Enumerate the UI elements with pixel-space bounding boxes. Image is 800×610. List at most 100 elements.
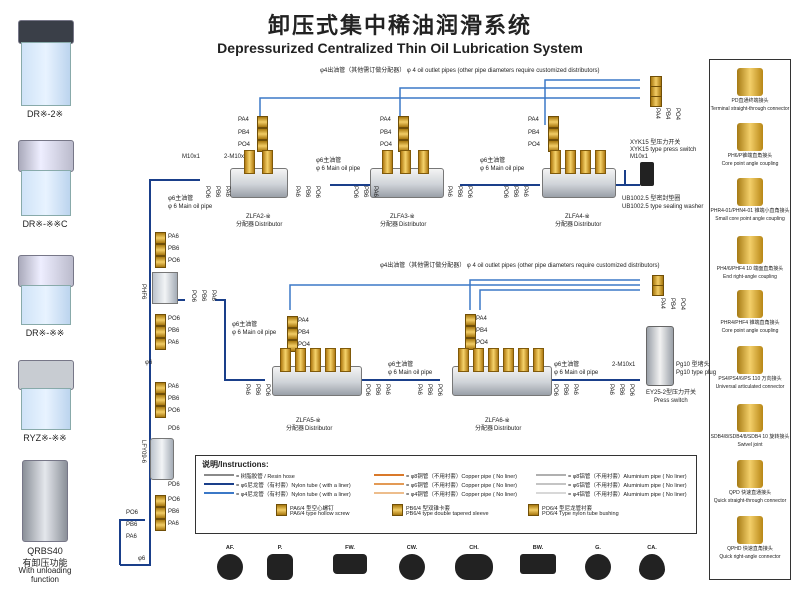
distributor-nozzle-icon — [310, 348, 321, 372]
pb6-label: PB6 — [362, 186, 368, 198]
pa6-label: PA6 — [522, 186, 528, 197]
distributor-nozzle-icon — [518, 348, 529, 372]
po6-label: PO6 — [466, 186, 472, 199]
symbol-label: CH. — [469, 545, 479, 551]
symbol-label: BW. — [532, 545, 544, 551]
pd6-label: PD6 — [168, 426, 180, 432]
symbol-ch: CH. — [454, 545, 494, 580]
pressure-switch-icon — [640, 162, 654, 186]
fitting-icon — [257, 128, 268, 140]
pb4-label: PB4 — [664, 108, 670, 120]
pb6-label: PB6 — [126, 522, 138, 528]
fitting-icon — [155, 382, 166, 394]
pa6-label: PA6 — [244, 384, 250, 395]
fitting-icon — [287, 328, 298, 340]
fitting-icon — [650, 96, 662, 107]
po6-label: PO6 — [502, 186, 508, 199]
pb6-label: PB6 — [168, 246, 180, 252]
straight-connector-icon — [737, 68, 763, 96]
pump-label-en: With unloading function — [18, 566, 72, 584]
core-angle-coupling-icon — [737, 290, 763, 318]
legend-swatch — [536, 492, 566, 494]
catalog-en: Small core point angle coupling — [715, 216, 785, 222]
catalog-item: QPHD 快速直角接头 Quick right-angle connector — [710, 516, 790, 560]
distributor-model: ZLFA5-※ — [296, 418, 321, 424]
fitting-icon — [155, 507, 166, 519]
ey-cn: EY25-2型压力开关 — [646, 390, 697, 396]
main-pipe-en: φ 6 Main oil pipe — [316, 166, 361, 172]
fitting-icon — [287, 340, 298, 352]
main-pipe-en: φ 6 Main oil pipe — [168, 204, 213, 210]
distributor-nozzle-icon — [473, 348, 484, 372]
catalog-en: Core point angle coupling — [721, 161, 779, 167]
symbol-cw: CW. — [392, 545, 432, 580]
distributor-nozzle-icon — [503, 348, 514, 372]
po6-label: PO6 — [628, 384, 634, 397]
m10-label: 2-M10x1 — [612, 362, 636, 368]
pb6-label: PB6 — [254, 384, 260, 396]
pump-drc: DR※-※※C — [12, 140, 78, 233]
symbol-label: AF. — [225, 545, 235, 551]
tee-connector-icon — [152, 272, 178, 304]
distributor-nozzle-icon — [244, 150, 255, 174]
symbol-fw: FW. — [330, 545, 370, 574]
catalog-cn: QPD 快速直通接头 — [728, 490, 772, 496]
catalog-cn: PD直通终端接头 — [731, 98, 769, 104]
washer-en: UB1002.5 type sealing washer — [622, 204, 704, 210]
pb6-label: PB6 — [512, 186, 518, 198]
fitting-icon — [155, 314, 166, 326]
catalog-cn: SDB4/8/SDB4/8/SDB4 10 旋转接头 — [710, 434, 790, 440]
po6-label: PO6 — [204, 186, 210, 199]
po6-label: PO6 — [314, 186, 320, 199]
chain-icon — [455, 554, 493, 580]
legend-swatch — [204, 474, 234, 476]
distributor-nozzle-icon — [488, 348, 499, 372]
pump-label: DR※-※※ — [25, 328, 65, 338]
pa6-label: PA6 — [608, 384, 614, 395]
legend-item: = φ4铜管（不用衬套）Copper pipe ( No liner) — [406, 492, 518, 498]
connector-catalog: PD直通终端接头 Terminal straight-through conne… — [709, 59, 791, 580]
fitting-icon — [155, 244, 166, 256]
catalog-cn: PHR4-01/PHN4-01 锥端小直角接头 — [710, 208, 790, 214]
catalog-cn: PH6/P锥端直角接头 — [727, 153, 773, 159]
pa6-label: PA6 — [384, 384, 390, 395]
symbol-label: FW. — [345, 545, 355, 551]
pa6-label: PA6 — [446, 186, 452, 197]
catalog-cn: QPHD 快速直角接头 — [727, 546, 773, 552]
pa6-label: PA6 — [168, 234, 179, 240]
fitting-icon — [155, 394, 166, 406]
po6-label: PO6 — [168, 258, 181, 264]
m10-label: M10x1 — [630, 154, 649, 160]
catalog-en: Quick straight-through connector — [713, 498, 787, 504]
symbol-af: AF. — [210, 545, 250, 580]
pa6-label: PA6 — [168, 340, 179, 346]
catalog-en: Swivel joint — [737, 442, 763, 448]
legend-swatch — [536, 474, 566, 476]
oil-drop-icon — [639, 554, 665, 580]
pb6-label: PB6 — [426, 384, 432, 396]
pa4-label: PA4 — [659, 298, 665, 309]
bearing-icon — [520, 554, 556, 574]
pa6-label: PA6 — [572, 384, 578, 395]
washer-cn: UB1002.5 型密封垫圈 — [622, 196, 681, 202]
swivel-joint-icon — [737, 404, 763, 432]
hollow-screw-icon — [276, 504, 287, 516]
distributor-zlfa2 — [230, 168, 288, 198]
pump-icon — [267, 554, 293, 580]
legend-swatch — [374, 492, 404, 494]
end-angle-coupling-icon — [737, 236, 763, 264]
distributor-en: Distributor — [494, 426, 522, 432]
ey-en: Press switch — [654, 398, 688, 404]
legend-item: = φ4铝管（不用衬套）Aluminium pipe ( No liner) — [568, 492, 687, 498]
pb6-label: PB6 — [168, 396, 180, 402]
fan-icon — [217, 554, 243, 580]
legend-item: = 树脂胶管 / Resin hose — [236, 474, 295, 480]
pb6-label: PB6 — [618, 384, 624, 396]
legend-swatch — [374, 474, 404, 476]
pb4-label: PB4 — [528, 130, 540, 136]
fitting-icon — [155, 256, 166, 268]
distributor-cn: 分配器 — [380, 222, 399, 228]
distributor-model: ZLFA2-※ — [246, 214, 271, 220]
distributor-model: ZLFA3-※ — [390, 214, 415, 220]
m10-label: 2-M10x1 — [224, 154, 248, 160]
